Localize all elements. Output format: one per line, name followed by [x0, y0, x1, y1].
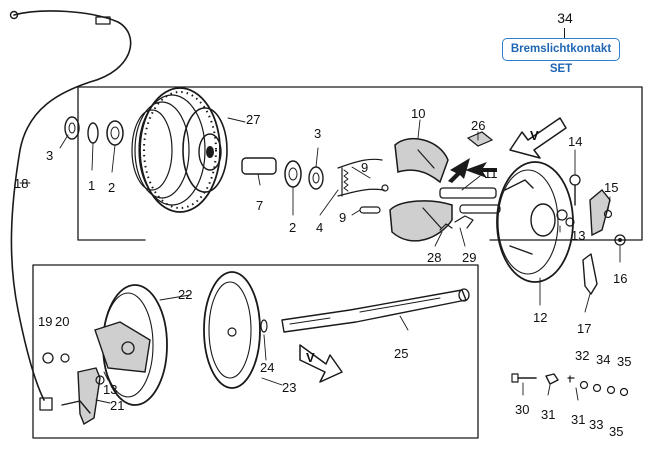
- rear-brake-plate: [42, 284, 168, 406]
- callout-12: 12: [533, 310, 547, 325]
- callout-labels: 3 1 2 27 7 2 3 4 9 9 10 26 11 28 29 14 1…: [14, 106, 631, 439]
- brake-light-switch-set-button[interactable]: Bremslichtkontakt SET: [502, 38, 620, 75]
- callout-9-bottom: 9: [339, 210, 346, 225]
- callout-34: 34: [596, 352, 610, 367]
- set-leader-line: [564, 28, 565, 38]
- callout-16: 16: [613, 271, 627, 286]
- direction-arrow-lower: [299, 344, 343, 383]
- callout-9-top: 9: [361, 160, 368, 175]
- leader-lines: [19, 117, 621, 404]
- callout-32: 32: [575, 348, 589, 363]
- callout-29: 29: [462, 250, 476, 265]
- callout-19: 19: [38, 314, 52, 329]
- upper-frame: [77, 86, 643, 241]
- callout-23: 23: [282, 380, 296, 395]
- brake-lever-parts: [565, 174, 626, 295]
- callout-13-lower: 13: [103, 382, 117, 397]
- axle-shaft: [260, 288, 470, 333]
- set-part-number: 34: [557, 10, 573, 26]
- upper-frame-left: [77, 86, 146, 241]
- callout-11: 11: [484, 166, 498, 181]
- callout-18: 18: [14, 176, 28, 191]
- brake-cable: [9, 10, 132, 411]
- bearing-parts-left: [64, 116, 124, 146]
- callout-7: 7: [256, 198, 263, 213]
- callout-25: 25: [394, 346, 408, 361]
- brake-anchor-plate: [496, 161, 574, 283]
- brake-shoes: [389, 137, 470, 242]
- callout-31-left: 31: [541, 407, 555, 422]
- callout-13-upper: 13: [571, 228, 585, 243]
- callout-17: 17: [577, 321, 591, 336]
- callout-26: 26: [471, 118, 485, 133]
- brake-light-switch-hardware: [511, 373, 629, 397]
- callout-35-bottom: 35: [609, 424, 623, 439]
- callout-1: 1: [88, 178, 95, 193]
- arrow-mark-lower: V: [306, 350, 315, 365]
- callout-3-left: 3: [46, 148, 53, 163]
- callout-2-right: 2: [289, 220, 296, 235]
- callout-33: 33: [589, 417, 603, 432]
- callout-2-left: 2: [108, 180, 115, 195]
- callout-21: 21: [110, 398, 124, 413]
- clip-part: [466, 131, 494, 147]
- callout-35-top: 35: [617, 354, 631, 369]
- brake-camshaft: [439, 162, 501, 231]
- spacer-and-bearings: [241, 157, 324, 190]
- callout-20: 20: [55, 314, 69, 329]
- callout-28: 28: [427, 250, 441, 265]
- callout-14: 14: [568, 134, 582, 149]
- callout-31-right: 31: [571, 412, 585, 427]
- lower-frame: [32, 264, 479, 439]
- brake-lever-lower: [61, 367, 105, 426]
- callout-24: 24: [260, 360, 274, 375]
- arrow-mark-upper: V: [530, 128, 539, 143]
- brake-drum-cover: [203, 271, 261, 389]
- callout-10: 10: [411, 106, 425, 121]
- wheel-hub: [131, 87, 228, 213]
- callout-27: 27: [246, 112, 260, 127]
- callout-15: 15: [604, 180, 618, 195]
- direction-arrow-upper: [509, 117, 567, 159]
- callout-30: 30: [515, 402, 529, 417]
- callout-22: 22: [178, 287, 192, 302]
- callout-4: 4: [316, 220, 323, 235]
- callout-3-right: 3: [314, 126, 321, 141]
